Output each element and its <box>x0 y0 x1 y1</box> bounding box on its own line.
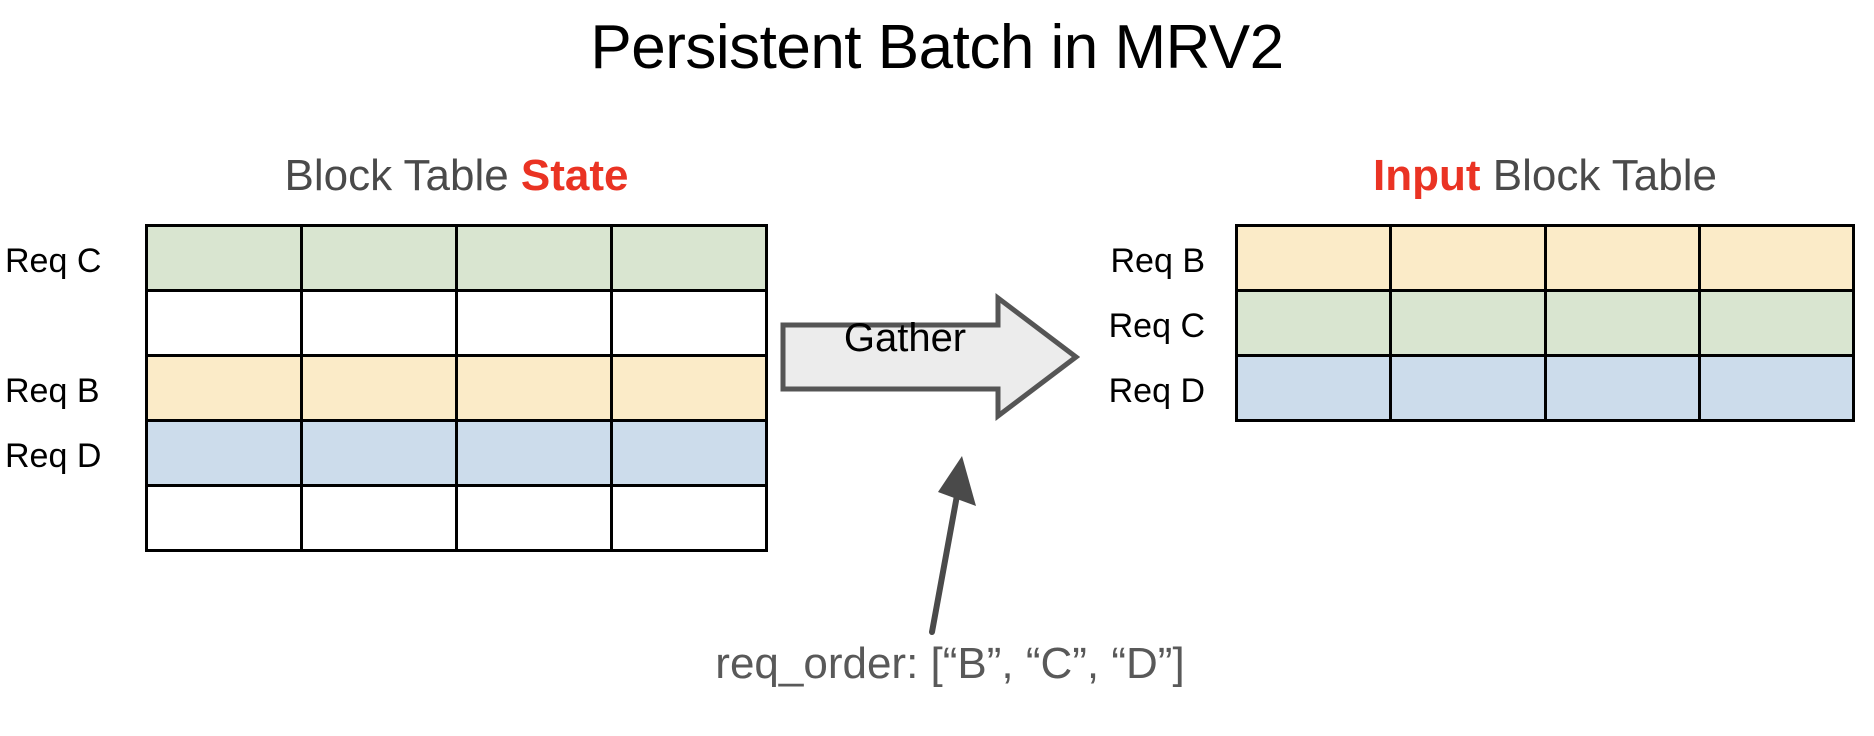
block-cell <box>145 224 303 292</box>
left-heading-accent: State <box>520 151 629 200</box>
row-label-req-b: Req B <box>5 372 100 410</box>
block-cell <box>300 289 458 357</box>
block-cell <box>455 354 613 422</box>
table-row <box>1234 289 1856 357</box>
block-cell <box>610 289 768 357</box>
gather-label: Gather <box>843 316 967 360</box>
block-cell <box>1389 224 1547 292</box>
block-cell <box>455 419 613 487</box>
table-row <box>1234 354 1856 422</box>
block-cell <box>300 354 458 422</box>
block-cell <box>455 289 613 357</box>
block-cell <box>1389 289 1547 357</box>
block-cell <box>1697 224 1856 292</box>
block-cell <box>145 419 303 487</box>
table-row <box>1234 224 1856 292</box>
table-row <box>145 419 768 487</box>
block-cell <box>1234 289 1393 357</box>
req-order-pointer-arrow-icon <box>929 456 976 635</box>
page-title: Persistent Batch in MRV2 <box>590 13 1284 82</box>
right-heading-accent: Input <box>1373 151 1481 200</box>
req-order-caption: req_order: [“B”, “C”, “D”] <box>715 639 1185 688</box>
table-row <box>145 354 768 422</box>
block-cell <box>300 419 458 487</box>
block-cell <box>145 289 303 357</box>
table-row <box>145 484 768 552</box>
input-block-table <box>1234 224 1856 422</box>
block-cell <box>610 354 768 422</box>
right-table-heading: Input Block Table <box>1235 151 1855 200</box>
block-cell <box>455 484 613 552</box>
block-table-state <box>145 224 768 552</box>
row-label-req-b: Req B <box>1110 242 1206 280</box>
block-cell <box>1697 354 1856 422</box>
block-cell <box>145 484 303 552</box>
block-cell <box>455 224 613 292</box>
block-cell <box>1389 354 1547 422</box>
left-table-heading: Block Table State <box>145 151 768 200</box>
block-cell <box>300 224 458 292</box>
block-cell <box>610 484 768 552</box>
gather-arrow-icon <box>780 292 1080 422</box>
block-cell <box>1543 289 1701 357</box>
block-cell <box>145 354 303 422</box>
right-heading-suffix: Block Table <box>1480 151 1717 200</box>
row-label-req-c: Req C <box>5 242 102 280</box>
block-cell <box>1543 224 1701 292</box>
block-cell <box>1234 224 1393 292</box>
table-row <box>145 289 768 357</box>
row-label-req-c: Req C <box>1108 307 1205 345</box>
block-cell <box>1234 354 1393 422</box>
row-label-req-d: Req D <box>1108 372 1205 410</box>
block-cell <box>610 419 768 487</box>
block-cell <box>300 484 458 552</box>
block-cell <box>1543 354 1701 422</box>
block-cell <box>610 224 768 292</box>
table-row <box>145 224 768 292</box>
block-cell <box>1697 289 1856 357</box>
left-heading-prefix: Block Table <box>284 151 521 200</box>
row-label-req-d: Req D <box>5 437 102 475</box>
